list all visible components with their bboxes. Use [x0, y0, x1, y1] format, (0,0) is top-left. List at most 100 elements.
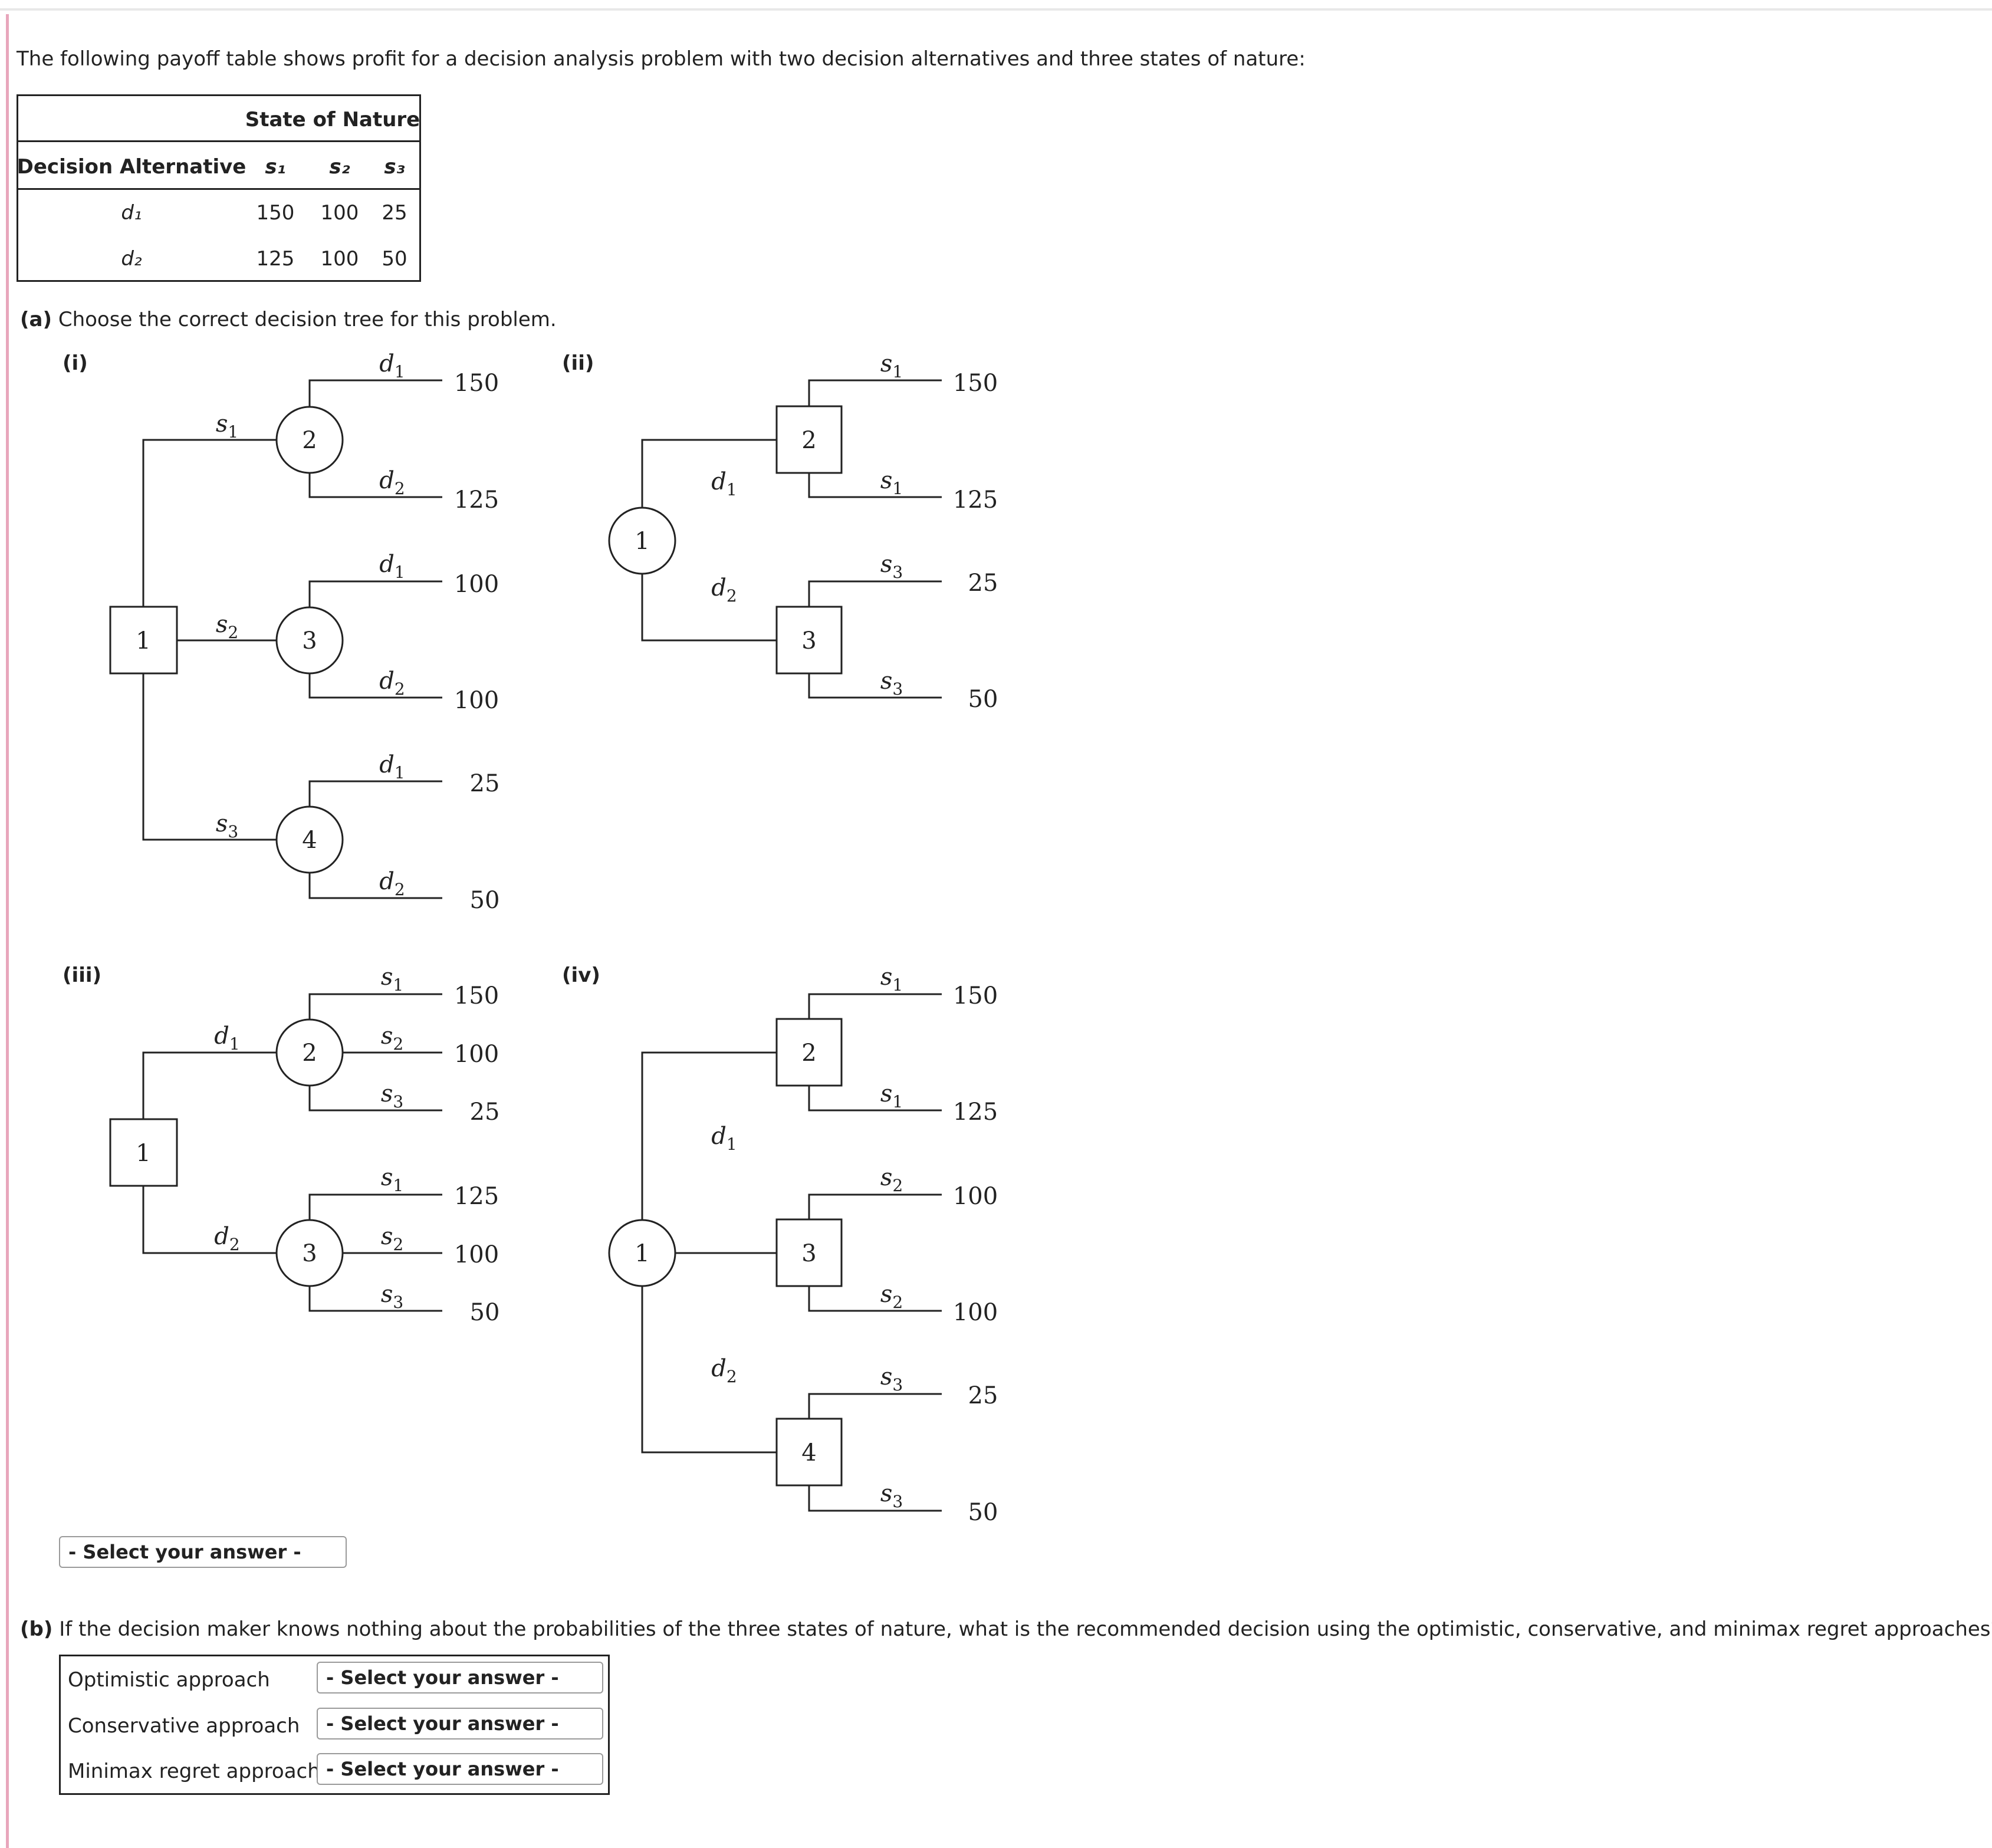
- tree-iv-node-label: 1: [635, 1240, 649, 1267]
- tree-i-node-2-circle: [275, 406, 344, 474]
- tree-ii-branch-label: s3: [880, 667, 903, 699]
- conservative-approach-label: Conservative approach: [68, 1714, 300, 1738]
- option-label-iii: (iii): [63, 964, 102, 987]
- part-b-text: If the decision maker knows nothing abou…: [59, 1617, 1992, 1641]
- tree-iii-branch-label: s2: [381, 1223, 403, 1254]
- tree-ii-lines: [608, 379, 942, 699]
- tree-i-node-label: 4: [302, 827, 317, 854]
- tree-i-branch-label: s3: [216, 810, 238, 841]
- option-label-iv: (iv): [562, 964, 600, 987]
- tree-choice-select[interactable]: - Select your answer -: [59, 1536, 347, 1568]
- tree-ii-branch-label: d2: [711, 574, 737, 606]
- tree-iv-branch-label: s2: [880, 1281, 903, 1312]
- part-b-tag: (b): [20, 1617, 53, 1641]
- tree-iv-branch-label: s2: [880, 1164, 903, 1195]
- tree-i-branch-label: d2: [379, 667, 405, 699]
- tree-iii-node-label: 1: [136, 1140, 150, 1167]
- row-d2-label: d₂: [121, 247, 142, 271]
- tree-i-branch-label: d2: [379, 868, 405, 899]
- tree-ii-payoff: 25: [968, 570, 998, 597]
- tree-iv-node-3-box: [775, 1218, 843, 1287]
- tree-iv-payoff: 50: [968, 1499, 998, 1526]
- tree-i-payoff: 100: [454, 571, 499, 598]
- tree-ii-payoff: 125: [953, 486, 998, 514]
- tree-i-branch-label: s2: [216, 611, 238, 642]
- tree-i-payoff: 50: [470, 887, 500, 914]
- tree-ii-payoff: 150: [953, 370, 998, 397]
- tree-iii-node-label: 3: [302, 1240, 317, 1267]
- optimistic-approach-label: Optimistic approach: [68, 1668, 270, 1692]
- tree-ii-branch-label: s1: [880, 350, 903, 382]
- cell-d1-s2: 100: [320, 201, 359, 225]
- cell-d1-s3: 25: [382, 201, 407, 225]
- tree-iv-node-4-box: [775, 1418, 843, 1487]
- tree-i-branch-label: s1: [216, 410, 238, 442]
- tree-i-branch-label: d1: [379, 350, 405, 382]
- tree-ii-branch-label: d1: [711, 468, 737, 499]
- tree-iv-branch-label: s3: [880, 1363, 903, 1395]
- tree-iv-branch-label: d2: [711, 1355, 737, 1386]
- tree-iv-node-label: 2: [801, 1040, 816, 1067]
- tree-iii-payoff: 25: [470, 1099, 500, 1126]
- tree-ii-payoff: 50: [968, 686, 998, 713]
- tree-iv-payoff: 125: [953, 1099, 998, 1126]
- cell-d2-s3: 50: [382, 247, 407, 271]
- cell-d2-s1: 125: [256, 247, 295, 271]
- tree-iii-node-3-circle: [275, 1219, 344, 1287]
- tree-iv-node-label: 3: [801, 1240, 816, 1267]
- tree-i-node-label: 2: [302, 427, 317, 454]
- payoff-table: State of Nature Decision Alternative s₁ …: [17, 94, 421, 282]
- tree-i-lines: [109, 379, 442, 899]
- part-a-question: (a) Choose the correct decision tree for…: [20, 308, 557, 331]
- tree-iv-branch-label: s3: [880, 1480, 903, 1511]
- state-header-s2: s₂: [329, 155, 350, 179]
- approach-table: Optimistic approach Conservative approac…: [59, 1655, 610, 1795]
- table-divider: [18, 188, 419, 190]
- tree-iv-payoff: 100: [953, 1299, 998, 1326]
- tree-iii-node-2-circle: [275, 1018, 344, 1087]
- tree-iv-node-1-circle: [608, 1219, 676, 1287]
- option-label-ii: (ii): [562, 351, 594, 375]
- state-of-nature-header: State of Nature: [245, 108, 420, 131]
- tree-iv-payoff: 150: [953, 982, 998, 1010]
- tree-iv-lines: [608, 993, 942, 1512]
- tree-iii-branch-label: s3: [381, 1281, 403, 1312]
- tree-iii-lines: [109, 993, 442, 1312]
- tree-i-branch-label: d2: [379, 467, 405, 498]
- minimax-regret-approach-select[interactable]: - Select your answer -: [317, 1753, 603, 1785]
- row-d1-label: d₁: [121, 201, 142, 225]
- tree-iv-branch-label: s1: [880, 964, 903, 995]
- tree-iii-node-label: 2: [302, 1040, 317, 1067]
- state-header-s3: s₃: [384, 155, 405, 179]
- tree-i-branch-label: d1: [379, 551, 405, 582]
- conservative-approach-select[interactable]: - Select your answer -: [317, 1708, 603, 1740]
- tree-iii-payoff: 50: [470, 1299, 500, 1326]
- tree-ii-node-1-circle: [608, 507, 676, 575]
- problem-intro: The following payoff table shows profit …: [17, 47, 1306, 71]
- select-placeholder: - Select your answer -: [326, 1758, 559, 1780]
- option-label-i: (i): [63, 351, 88, 375]
- tree-iii-payoff: 125: [454, 1183, 499, 1210]
- tree-ii-node-label: 1: [635, 528, 649, 555]
- left-accent-bar: [6, 14, 9, 1848]
- part-a-tag: (a): [20, 308, 52, 331]
- table-divider: [18, 140, 419, 142]
- tree-iv-payoff: 100: [953, 1183, 998, 1210]
- tree-ii-branch-label: s1: [880, 467, 903, 498]
- tree-ii-branch-label: s3: [880, 551, 903, 582]
- top-divider: [0, 8, 1992, 11]
- tree-iii-payoff: 100: [454, 1241, 499, 1268]
- tree-i-node-label: 3: [302, 627, 317, 655]
- optimistic-approach-select[interactable]: - Select your answer -: [317, 1662, 603, 1694]
- tree-i-payoff: 150: [454, 370, 499, 397]
- tree-ii-node-3-box: [775, 606, 843, 675]
- select-placeholder: - Select your answer -: [68, 1541, 301, 1563]
- tree-iii-branch-label: s1: [381, 1164, 403, 1195]
- tree-iv-payoff: 25: [968, 1382, 998, 1409]
- tree-i-node-3-circle: [275, 606, 344, 675]
- state-header-s1: s₁: [265, 155, 286, 179]
- tree-iii-branch-label: s1: [381, 964, 403, 995]
- tree-iii-branch-label: s3: [381, 1080, 403, 1112]
- tree-i-node-1-box: [109, 606, 178, 675]
